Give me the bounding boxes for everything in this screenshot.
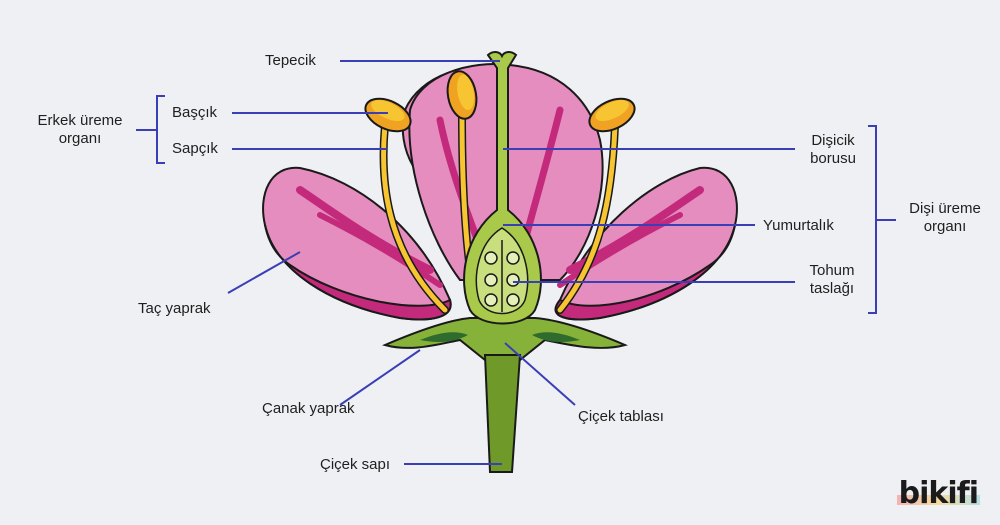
petal-left-under [264,224,452,321]
label-disicik-borusu: Dişicik borusu [798,132,868,168]
label-erkek-line1: Erkek üreme [37,112,123,129]
label-sapcik: Sapçık [172,140,218,157]
label-yumurtalik: Yumurtalık [763,217,834,234]
label-tepecik: Tepecik [265,52,316,69]
label-disi-line1: Dişi üreme [909,200,981,217]
label-cicek-sapi: Çiçek sapı [320,456,391,473]
label-disicik-line2: borusu [810,150,856,167]
label-tohum-line2: taslağı [809,280,855,297]
stem [483,354,522,473]
brand-logo: bikifi [896,476,980,511]
leader-lines [136,60,896,465]
label-disi-line2: organı [923,218,967,235]
anther-right [588,97,636,133]
logo-text: bikifi [898,476,979,511]
label-disi-ureme: Dişi üreme organı [895,200,995,236]
label-cicek-tablasi: Çiçek tablası [578,408,664,425]
ovules [484,251,520,307]
label-bascik: Başçık [172,104,218,121]
anther-mid [446,70,478,120]
label-tohum-taslagi: Tohum taslağı [798,262,866,298]
label-tohum-line1: Tohum [809,262,855,279]
label-erkek-line2: organı [58,130,102,147]
label-tac-yaprak: Taç yaprak [138,300,211,317]
label-disicik-line1: Dişicik [811,132,855,149]
sepals [381,317,629,361]
anther-left [364,97,412,133]
label-canak-yaprak: Çanak yaprak [262,400,355,417]
petal-right-under [554,224,736,321]
label-erkek-ureme: Erkek üreme organı [24,112,136,148]
